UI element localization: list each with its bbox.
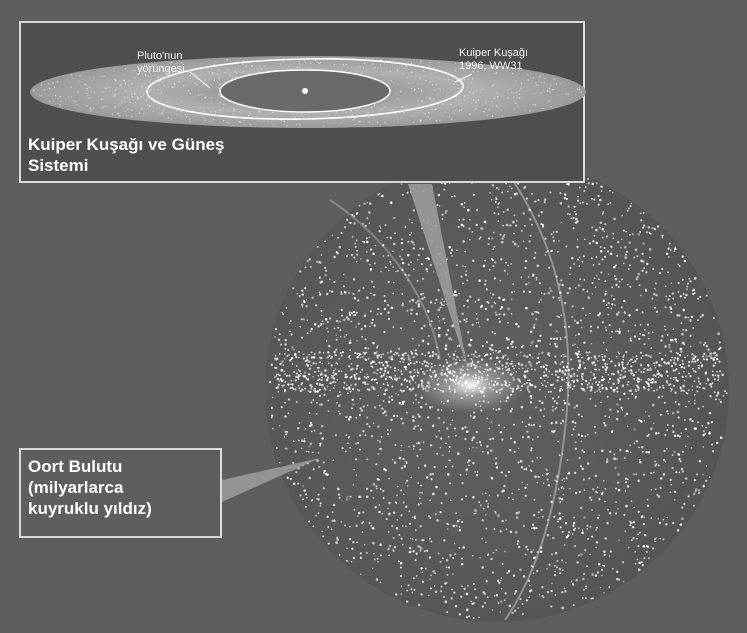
oort-label-line1: Oort Bulutu [28,456,152,477]
oort-label-line2: (milyarlarca [28,477,152,498]
sun-marker [302,88,308,94]
pluto-label-line1: Pluto'nun [137,50,185,63]
inset-title-line1: Kuiper Kuşağı ve Güneş [28,134,225,155]
oort-cloud-label: Oort Bulutu (milyarlarca kuyruklu yıldız… [28,456,152,519]
oort-cloud-sphere [265,158,729,622]
kuiper-object-line2: 1996, WW31 [459,60,528,73]
inset-title: Kuiper Kuşağı ve Güneş Sistemi [28,134,225,176]
pluto-orbit-label: Pluto'nun yörüngesi [137,50,185,76]
kuiper-object-label: Kuiper Kuşağı 1996, WW31 [459,47,528,73]
inner-cloud-glow [415,357,525,413]
pluto-label-line2: yörüngesi [137,63,185,76]
oort-label-line3: kuyruklu yıldız) [28,498,152,519]
kuiper-object-line1: Kuiper Kuşağı [459,47,528,60]
inset-title-line2: Sistemi [28,155,225,176]
